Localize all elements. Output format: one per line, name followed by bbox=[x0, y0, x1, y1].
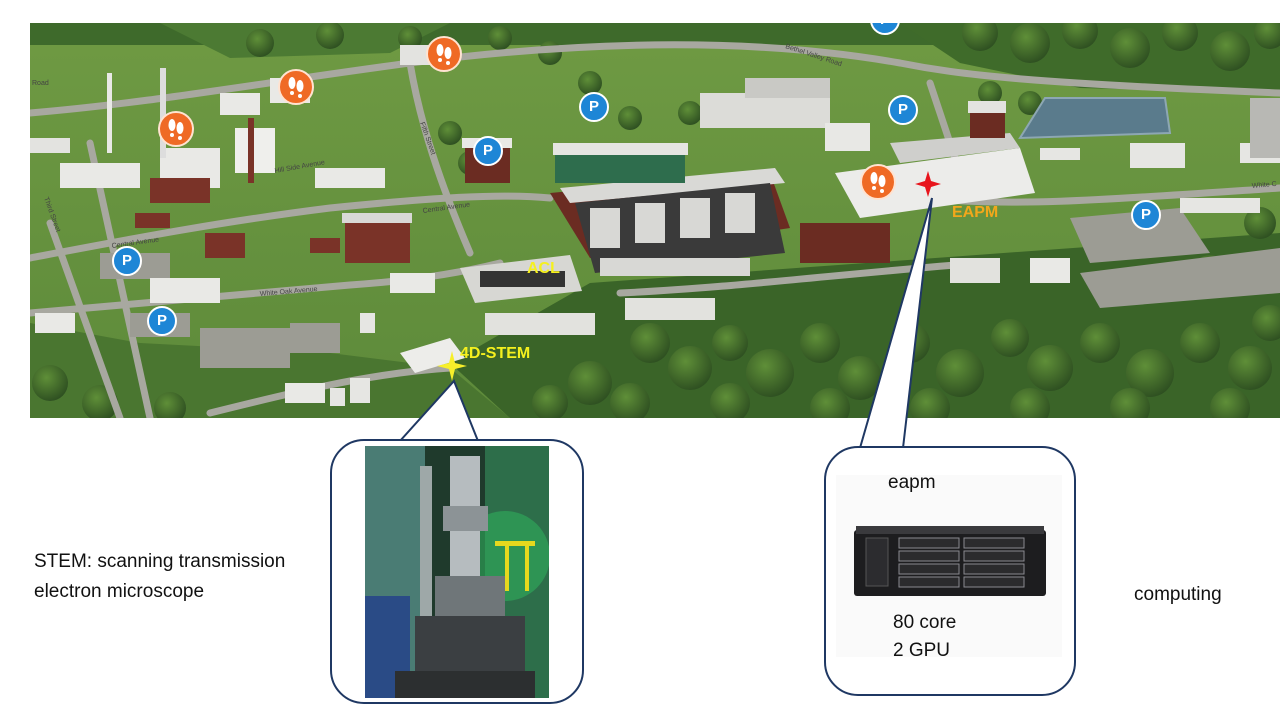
parking-icon: P bbox=[1131, 200, 1161, 230]
server-spec-gpu: 2 GPU bbox=[893, 640, 951, 661]
stem-label: 4D-STEM bbox=[460, 345, 531, 362]
food-icon bbox=[158, 111, 194, 147]
parking-icon: P bbox=[888, 95, 918, 125]
food-icon bbox=[278, 69, 314, 105]
acl-label: ACL bbox=[527, 260, 560, 277]
server-icon bbox=[854, 526, 1046, 596]
parking-icon: P bbox=[147, 306, 177, 336]
eapm-server-callout: eapm 80 core 2 GPU bbox=[824, 446, 1076, 696]
stem-photo-callout bbox=[330, 439, 584, 704]
stem-definition-line-1: STEM: scanning transmission bbox=[34, 551, 286, 572]
parking-icon: P bbox=[579, 92, 609, 122]
parking-icon: P bbox=[473, 136, 503, 166]
street-road-left: Road bbox=[32, 80, 49, 87]
street-white-right: White C bbox=[1252, 181, 1277, 190]
stem-definition-line-2: electron microscope bbox=[34, 581, 205, 602]
campus-map-illustration: Bethel Valley Road Central Avenue Centra… bbox=[30, 23, 1280, 418]
stem-definition-note: STEM: scanning transmission electron mic… bbox=[34, 547, 285, 607]
food-icon bbox=[860, 164, 896, 200]
microscope-photo bbox=[365, 446, 549, 698]
pond bbox=[1018, 97, 1172, 140]
food-icon bbox=[426, 36, 462, 72]
server-spec-cores: 80 core bbox=[893, 612, 957, 633]
tree-texture bbox=[32, 23, 1280, 418]
server-hostname: eapm bbox=[888, 472, 936, 493]
eapm-label: EAPM bbox=[952, 204, 999, 221]
parking-lots bbox=[100, 208, 1280, 368]
campus-map: Bethel Valley Road Central Avenue Centra… bbox=[30, 23, 1280, 418]
computing-note: computing bbox=[1134, 584, 1222, 605]
parking-icon: P bbox=[112, 246, 142, 276]
